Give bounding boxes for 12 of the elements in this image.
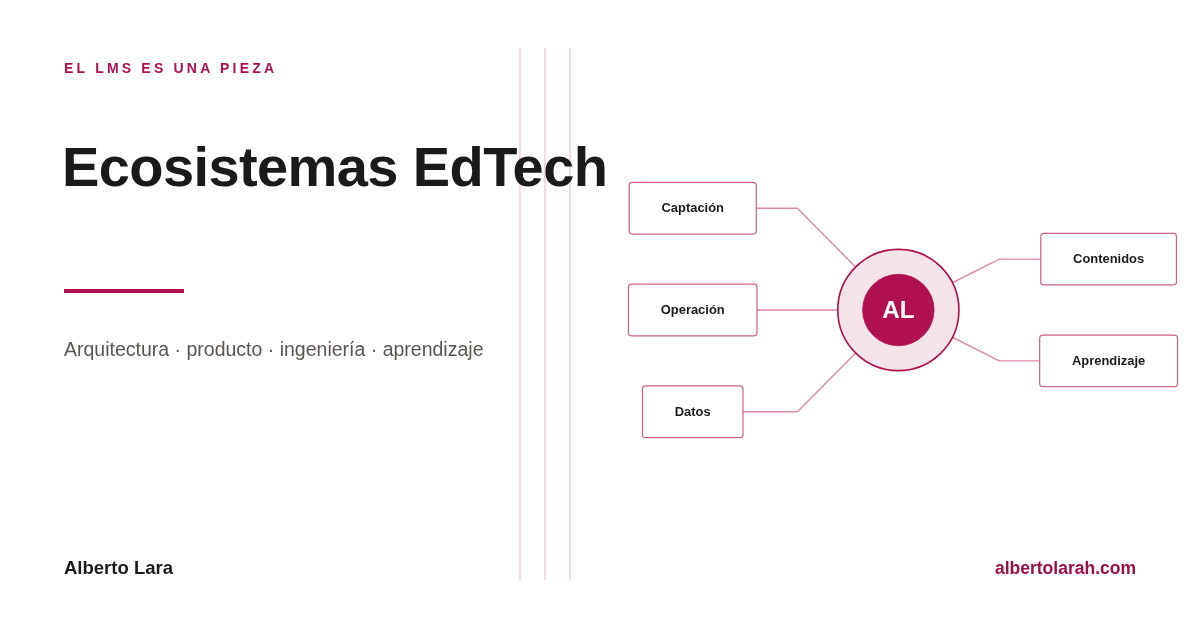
website-text: albertolarah.com <box>994 558 1136 579</box>
process-box: Operación <box>627 283 758 337</box>
eyebrow-text: EL LMS ES UNA PIEZA <box>64 60 278 76</box>
process-box: Datos <box>641 385 744 439</box>
connector-line <box>742 352 857 413</box>
hub-circle: AL <box>836 248 960 372</box>
title-heading: Ecosistemas EdTech <box>62 136 608 198</box>
process-box: Captación <box>628 181 757 235</box>
process-box: Aprendizaje <box>1039 334 1179 388</box>
process-box: Contenidos <box>1040 232 1178 286</box>
author-name: Alberto Lara <box>64 557 173 579</box>
subtitle-text: Arquitectura · producto · ingeniería · aprendizaje <box>64 338 484 361</box>
